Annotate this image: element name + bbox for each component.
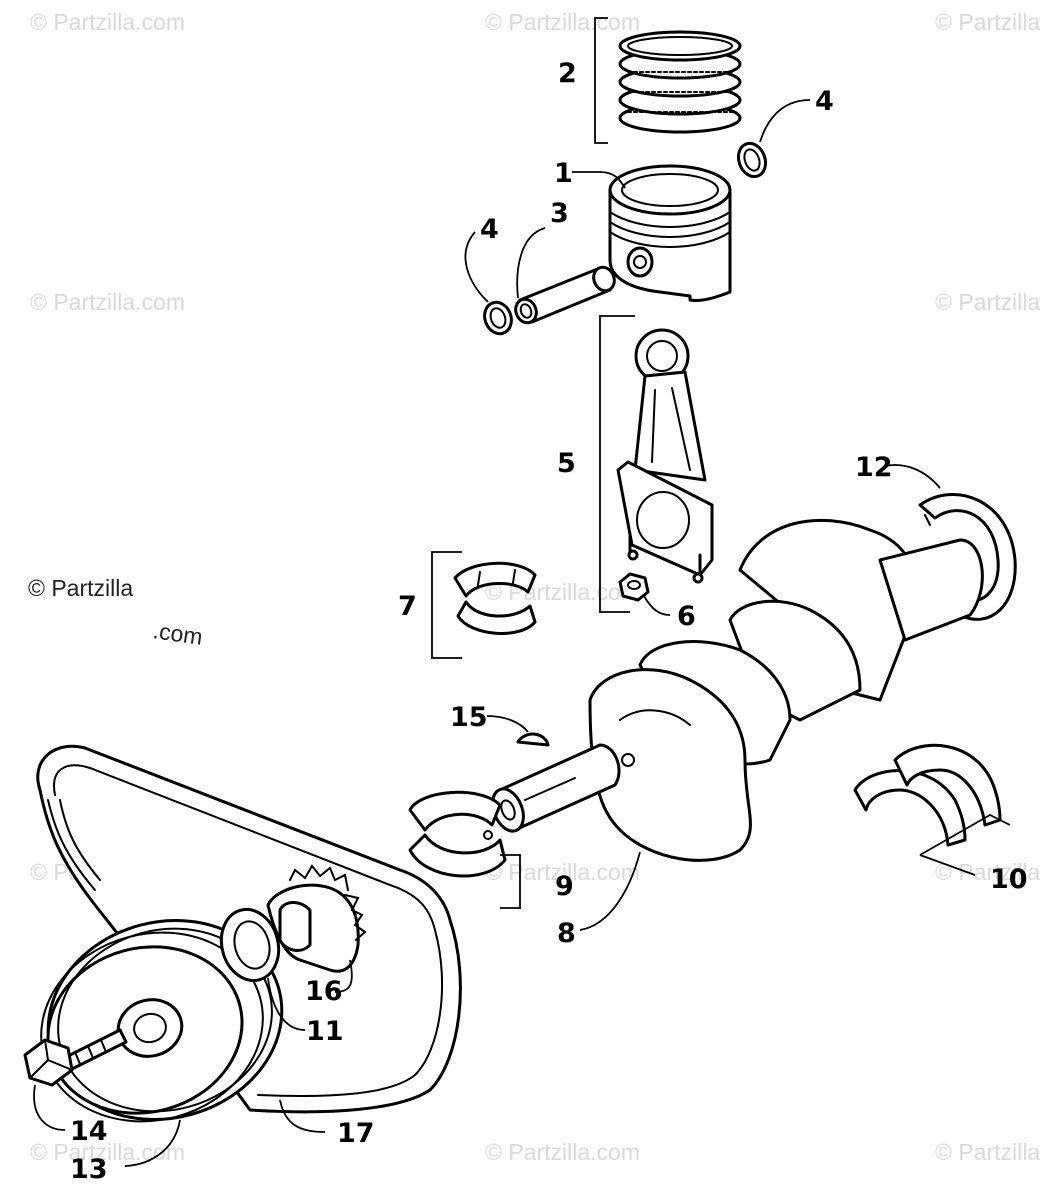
watermarks: © Partzilla.com © Partzilla.com © Partzi… (30, 9, 1041, 1165)
callout-2: 2 (558, 58, 577, 89)
piston (608, 164, 732, 302)
crank-pulley (40, 919, 284, 1123)
callout-12: 12 (855, 452, 893, 483)
pulley-bolt (23, 1028, 128, 1087)
crankshaft (491, 518, 984, 862)
callout-11: 11 (306, 1016, 344, 1047)
circlip-right (736, 141, 768, 179)
callout-labels: 1 2 3 4 4 5 6 7 8 9 10 11 12 13 14 15 16… (70, 58, 1028, 1185)
copyright-notice: © Partzilla .com (28, 575, 204, 650)
callout-13: 13 (70, 1154, 108, 1185)
callout-4-left: 4 (480, 214, 499, 245)
callout-10: 10 (990, 864, 1028, 895)
watermark: © Partzilla.com (935, 859, 1041, 885)
watermark: © Partzilla.com (30, 1139, 185, 1165)
callout-14: 14 (70, 1116, 108, 1147)
timing-gear (266, 864, 367, 973)
callout-7: 7 (398, 591, 417, 622)
copyright-line-1: © Partzilla (28, 575, 133, 601)
callout-4-right: 4 (815, 86, 834, 117)
callout-5: 5 (557, 448, 576, 479)
copyright-line-2: .com (151, 617, 204, 650)
callout-9: 9 (555, 871, 574, 902)
watermark: © Partzilla.com (485, 9, 640, 35)
watermark: © Partzilla.com (30, 9, 185, 35)
piston-rings (618, 30, 742, 134)
connecting-rod (616, 328, 714, 584)
callout-16: 16 (305, 976, 343, 1007)
callout-3: 3 (550, 198, 569, 229)
callout-8: 8 (557, 918, 576, 949)
watermark: © Partzilla.com (935, 9, 1041, 35)
oil-seal (219, 907, 281, 983)
watermark: © Partzilla.com (935, 289, 1041, 315)
watermark: © Partzilla.com (30, 289, 185, 315)
callout-17: 17 (337, 1118, 375, 1149)
circlip-left (483, 300, 513, 336)
piston-pin (514, 265, 616, 325)
thrust-washers-lower (853, 743, 1002, 847)
callout-6: 6 (677, 601, 696, 632)
rod-nut (618, 572, 650, 602)
rod-bearing (453, 561, 537, 635)
callout-1: 1 (554, 158, 573, 189)
watermark: © Partzilla.com (485, 859, 640, 885)
woodruff-key (516, 732, 550, 747)
watermark: © Partzilla.com (935, 1139, 1041, 1165)
main-bearing (408, 790, 507, 878)
callout-15: 15 (450, 702, 488, 733)
watermark: © Partzilla.com (485, 1139, 640, 1165)
